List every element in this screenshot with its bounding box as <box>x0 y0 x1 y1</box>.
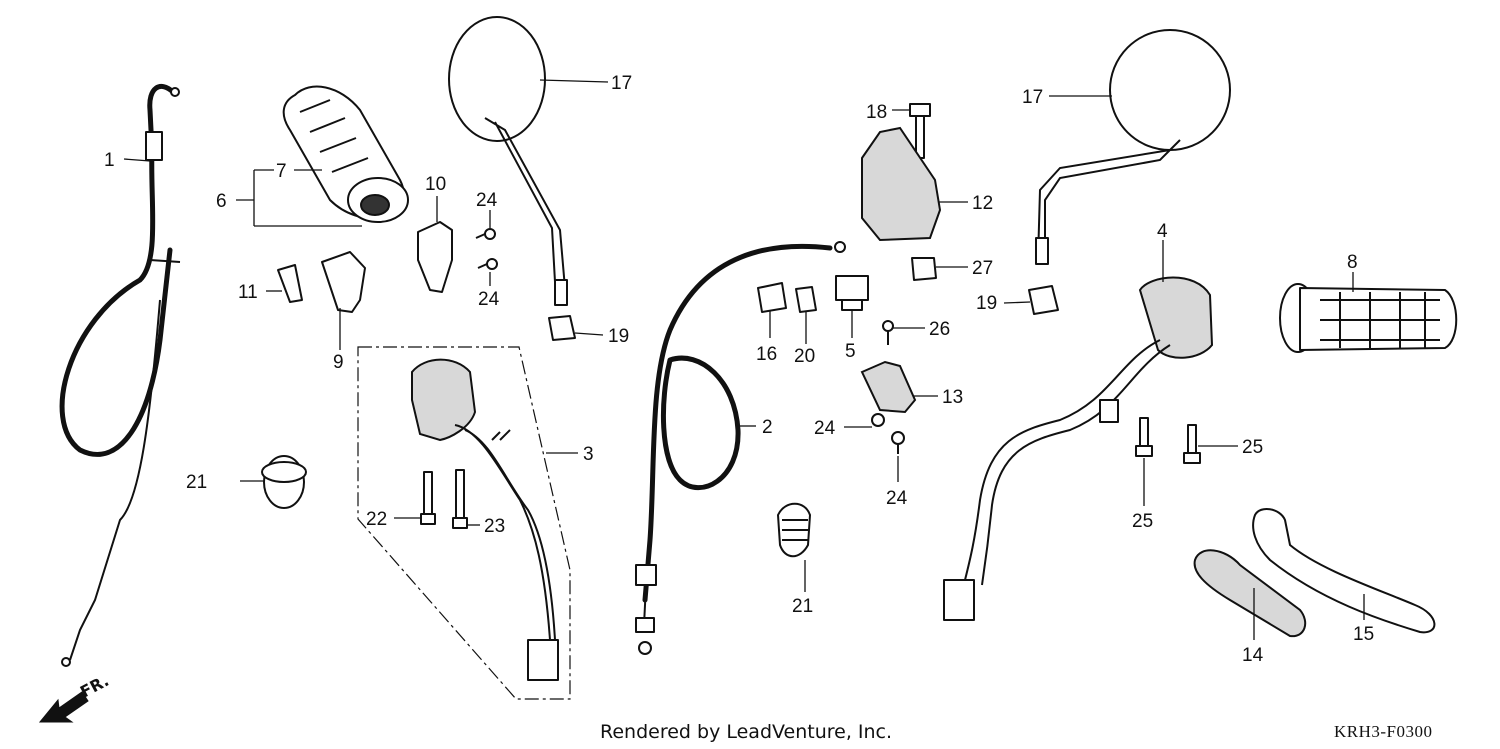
cable-guide[interactable] <box>277 264 303 303</box>
screw-24-d[interactable] <box>891 431 905 454</box>
callout-19-left: 19 <box>608 326 629 347</box>
callout-19-right: 19 <box>976 293 997 314</box>
screw-24-b[interactable] <box>477 258 498 270</box>
screw-22[interactable] <box>420 471 436 525</box>
callout-20: 20 <box>794 346 815 367</box>
diagram-code: KRH3-F0300 <box>1334 722 1433 741</box>
right-mirror[interactable] <box>1035 29 1231 265</box>
holder-13[interactable] <box>860 360 917 414</box>
left-mirror[interactable] <box>448 16 568 306</box>
callout-4: 4 <box>1157 221 1168 242</box>
throttle-grip[interactable] <box>282 85 409 223</box>
throttle-cable[interactable] <box>59 84 181 667</box>
callout-12: 12 <box>972 193 993 214</box>
screw-23[interactable] <box>452 469 468 529</box>
callout-11: 11 <box>238 282 258 303</box>
callout-24-a: 24 <box>476 190 498 211</box>
callout-17-right: 17 <box>1022 87 1043 108</box>
callout-25-a: 25 <box>1132 511 1153 532</box>
callout-2: 2 <box>762 417 773 438</box>
lever-boot-14[interactable] <box>1193 549 1307 638</box>
lever-holder-12[interactable] <box>861 126 942 242</box>
callout-23: 23 <box>484 516 505 537</box>
front-direction-indicator: FR. <box>38 671 112 723</box>
callout-8: 8 <box>1347 252 1358 273</box>
callout-5: 5 <box>845 341 856 362</box>
callout-6: 6 <box>216 191 227 212</box>
screw-26[interactable] <box>882 320 894 345</box>
screw-24-c[interactable] <box>871 413 885 427</box>
direction-arrow-icon <box>38 691 89 723</box>
callout-21-left: 21 <box>186 472 207 493</box>
render-credit: Rendered by LeadVenture, Inc. <box>600 721 892 743</box>
locknut-20[interactable] <box>795 286 817 313</box>
leader-lines <box>123 79 1365 640</box>
mirror-nut-right[interactable] <box>1028 285 1059 315</box>
callout-21-center: 21 <box>792 596 813 617</box>
callout-9: 9 <box>333 352 344 373</box>
wire-band-center[interactable] <box>777 502 811 558</box>
bolt-25-b[interactable] <box>1183 424 1201 464</box>
left-handlebar-switch[interactable] <box>411 358 559 681</box>
callout-16: 16 <box>756 344 777 365</box>
callout-15: 15 <box>1353 624 1374 645</box>
bolt-25-a[interactable] <box>1135 417 1153 457</box>
callout-1: 1 <box>104 150 115 171</box>
wire-band-left[interactable] <box>261 455 307 509</box>
callout-25-b: 25 <box>1242 437 1263 458</box>
assembly-boundary <box>357 346 571 700</box>
callout-24-b: 24 <box>478 289 500 310</box>
nut-27[interactable] <box>911 257 937 281</box>
callout-22: 22 <box>366 509 387 530</box>
callout-17-left: 17 <box>611 73 632 94</box>
switch-5[interactable] <box>835 275 869 311</box>
callout-24-c: 24 <box>814 418 836 439</box>
callout-24-d: 24 <box>886 488 908 509</box>
mirror-nut-left[interactable] <box>548 315 576 341</box>
screw-24-a[interactable] <box>475 228 496 240</box>
clutch-lever-15[interactable] <box>1252 508 1436 634</box>
callout-14: 14 <box>1242 645 1264 666</box>
right-grip[interactable] <box>1279 283 1458 353</box>
callout-10: 10 <box>425 174 446 195</box>
callout-3: 3 <box>583 444 594 465</box>
callout-13: 13 <box>942 387 963 408</box>
callout-7: 7 <box>276 161 287 182</box>
right-handlebar-switch[interactable] <box>943 276 1214 621</box>
throttle-housing-lower[interactable] <box>321 251 366 313</box>
clutch-cable[interactable] <box>635 241 846 655</box>
callout-26: 26 <box>929 319 950 340</box>
callout-18: 18 <box>866 102 887 123</box>
adjuster-16[interactable] <box>757 282 787 313</box>
callout-27: 27 <box>972 258 993 279</box>
throttle-housing-upper[interactable] <box>417 221 453 293</box>
